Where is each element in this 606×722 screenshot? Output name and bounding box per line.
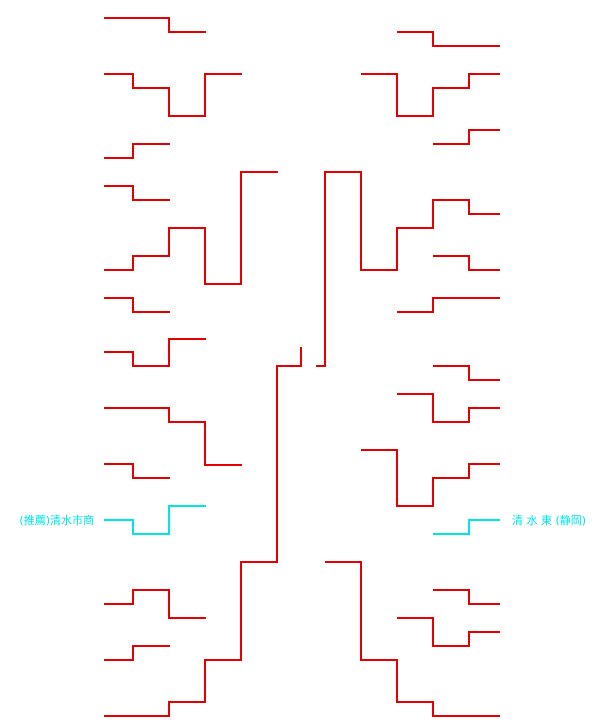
bracket-line <box>316 171 500 367</box>
bracket-line <box>104 589 206 619</box>
bracket-line <box>397 297 500 313</box>
bracket-line <box>397 31 500 47</box>
left-bracket <box>104 17 302 717</box>
bracket-line <box>325 561 500 717</box>
highlighted-path-shimizu-shosho <box>104 505 206 535</box>
bracket-line <box>433 255 500 271</box>
bracket-line <box>104 338 206 367</box>
bracket-line <box>433 365 500 381</box>
highlighted-path-shimizu-higashi <box>433 519 500 535</box>
bracket-line <box>104 407 242 466</box>
right-bracket <box>316 31 500 717</box>
bracket-line <box>104 645 170 661</box>
bracket-line <box>104 185 170 201</box>
bracket-line <box>104 347 302 717</box>
team-label-left: (推薦)清水市商 <box>19 513 94 527</box>
bracket-line <box>361 449 500 507</box>
bracket-line <box>433 129 500 145</box>
bracket-line <box>104 463 170 479</box>
bracket-line <box>433 589 500 605</box>
bracket-line <box>397 617 500 647</box>
bracket-line <box>104 17 206 33</box>
bracket-line <box>104 143 170 159</box>
bracket-line <box>397 393 500 423</box>
bracket-line <box>361 73 500 117</box>
team-label-right: 清 水 東 (静岡) <box>512 513 586 527</box>
bracket-line <box>104 297 170 313</box>
bracket-line <box>104 73 242 117</box>
bracket-line <box>104 171 278 285</box>
